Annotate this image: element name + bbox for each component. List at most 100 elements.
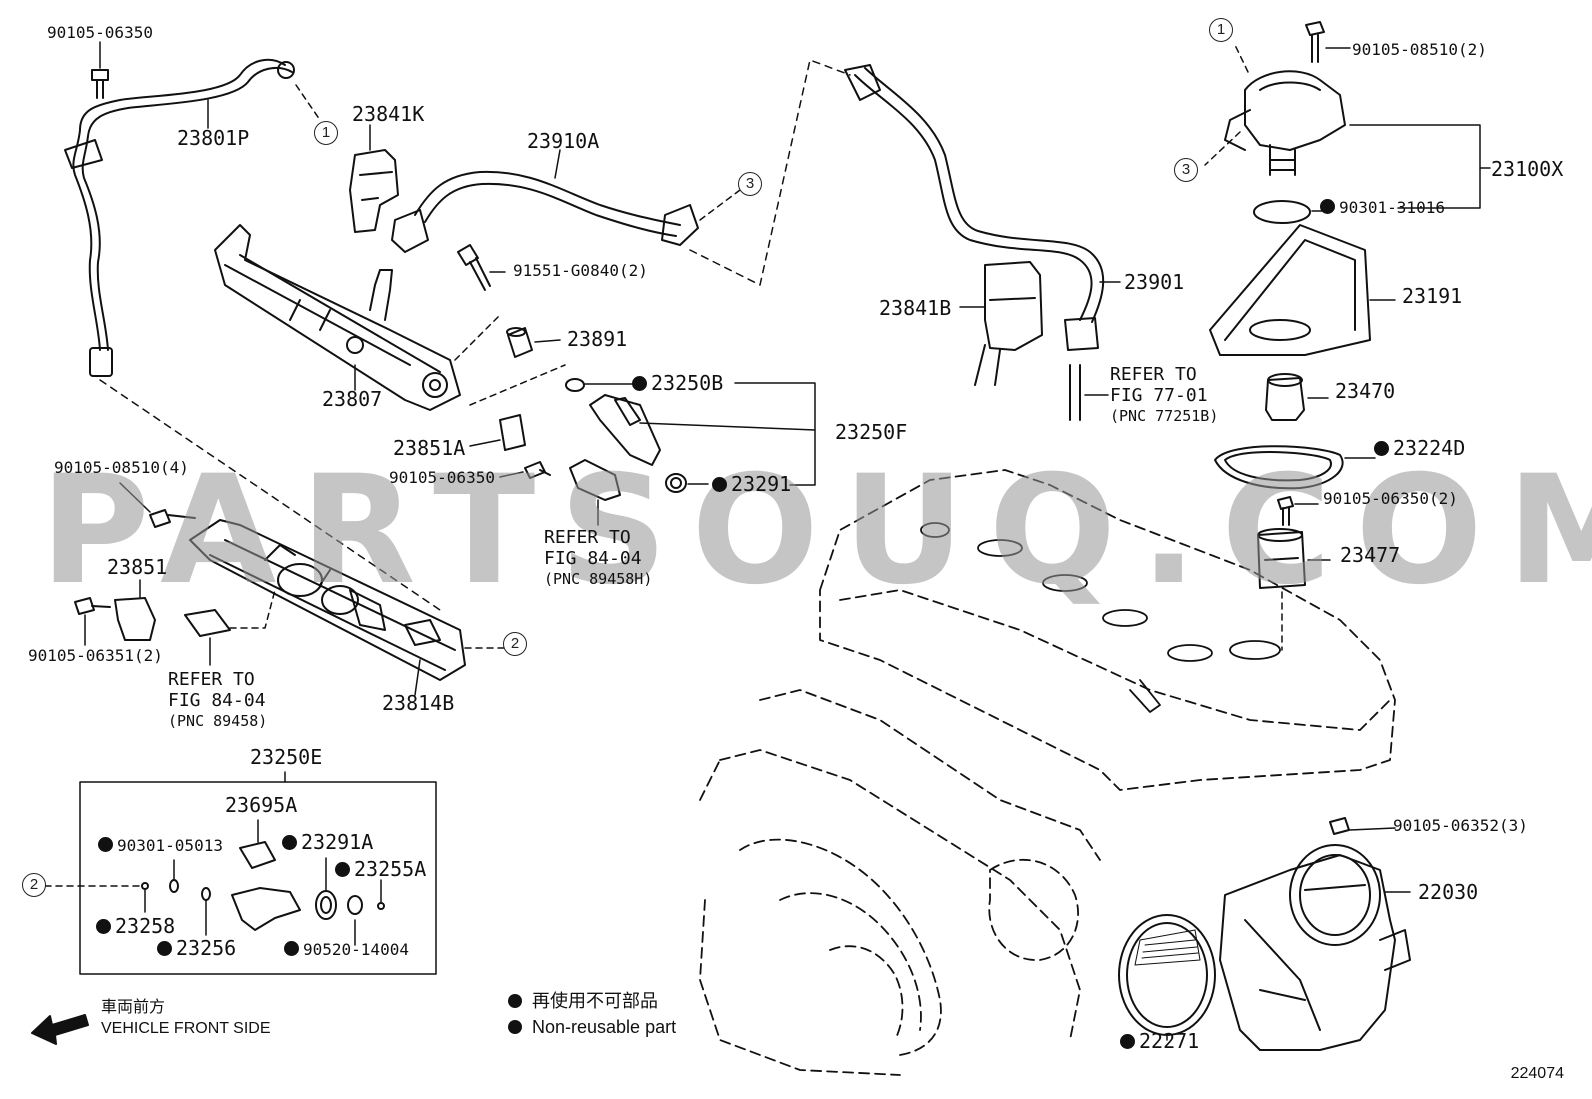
part-label-23801P[interactable]: 23801P [177,126,250,150]
reference-line: FIG 84-04 [168,690,266,711]
part-label-23100X[interactable]: 23100X [1491,157,1564,181]
vsv-23841k-drawing [349,124,399,233]
reference-line: FIG 84-04 [544,548,642,569]
part-number: 22271 [1139,1029,1200,1053]
injector-23250f-drawing [589,382,816,486]
non-reusable-dot [335,862,350,877]
part-label-90105-06352[interactable]: 90105-06352(3) [1393,816,1528,835]
reference-fig-84-04-a[interactable]: REFER TO FIG 84-04 (PNC 89458H) [544,527,652,590]
part-label-23807[interactable]: 23807 [322,387,383,411]
fuel-hose-23801p-drawing [64,58,295,377]
callout-3-hose: 3 [738,172,762,196]
vehicle-front-en: VEHICLE FRONT SIDE [101,1020,271,1037]
legend-jp: 再使用不可部品 [508,988,676,1014]
legend: 再使用不可部品 Non-reusable part [508,988,676,1040]
part-label-23255A[interactable]: 23255A [335,858,426,880]
pump-23100x-drawing [1204,44,1491,209]
reference-pnc: (PNC 89458H) [544,570,653,588]
gasket-22271-drawing [1118,914,1216,1041]
callout-2-kit: 2 [22,873,46,897]
part-label-90105-08510-4[interactable]: 90105-08510(4) [54,458,189,477]
figure-id: 224074 [1510,1065,1564,1082]
bolt-drawing [91,69,109,99]
reference-line: REFER TO [168,669,255,690]
part-label-23477[interactable]: 23477 [1340,543,1401,567]
reference-line: REFER TO [544,527,631,548]
part-label-90520-14004[interactable]: 90520-14004 [284,941,409,959]
engine-head-drawing [699,469,1396,1076]
reference-fig-84-04-b[interactable]: REFER TO FIG 84-04 (PNC 89458) [168,669,267,732]
hose-23910a-drawing [391,149,699,253]
non-reusable-dot [1320,199,1335,214]
part-number: 23291 [731,472,792,496]
non-reusable-dot [632,376,647,391]
reference-line: FIG 77-01 [1110,385,1208,406]
bolt-91551-drawing [457,244,506,291]
part-label-23910A[interactable]: 23910A [527,129,600,153]
part-number: 90520-14004 [303,940,409,959]
non-reusable-dot [1374,441,1389,456]
non-reusable-dot [96,919,111,934]
part-number: 23258 [115,914,176,938]
part-label-90105-06351[interactable]: 90105-06351(2) [28,646,163,665]
reference-pnc: (PNC 89458) [168,712,268,730]
part-label-90105-06350-2[interactable]: 90105-06350(2) [1323,489,1458,508]
reference-line: REFER TO [1110,364,1197,385]
reference-pnc: (PNC 77251B) [1110,407,1219,425]
part-label-90105-06350-top[interactable]: 90105-06350 [47,23,153,42]
part-label-23191[interactable]: 23191 [1402,284,1463,308]
part-label-23291A[interactable]: 23291A [282,831,373,853]
part-label-23250E[interactable]: 23250E [250,745,323,769]
non-reusable-dot [284,941,299,956]
part-label-23258[interactable]: 23258 [96,915,175,937]
part-number: 23250B [651,371,724,395]
part-label-90301-05013[interactable]: 90301-05013 [98,837,223,855]
non-reusable-dot [508,994,522,1008]
vehicle-front-label: 車両前方 VEHICLE FRONT SIDE [101,997,271,1039]
part-label-23470[interactable]: 23470 [1335,379,1396,403]
part-number: 90301-05013 [117,836,223,855]
part-label-90301-31016[interactable]: 90301-31016 [1320,199,1445,217]
part-label-23891[interactable]: 23891 [567,327,628,351]
legend-en: Non-reusable part [508,1014,676,1040]
part-number: 23291A [301,830,374,854]
non-reusable-dot [157,941,172,956]
part-label-23695A[interactable]: 23695A [225,793,298,817]
part-label-22271[interactable]: 22271 [1120,1030,1199,1052]
reference-fig-77-01[interactable]: REFER TO FIG 77-01 (PNC 77251B) [1110,364,1218,427]
legend-text: Non-reusable part [532,1017,677,1037]
part-label-23250F[interactable]: 23250F [835,420,908,444]
fuel-rail-23814b-drawing [189,519,466,696]
throttle-body-22030-drawing [1219,817,1411,1051]
part-label-23256[interactable]: 23256 [157,937,236,959]
sensor-drawing [569,459,621,526]
part-label-90105-06350-mid[interactable]: 90105-06350 [389,468,495,487]
non-reusable-dot [1120,1034,1135,1049]
part-number: 23256 [176,936,237,960]
part-label-23224D[interactable]: 23224D [1374,437,1465,459]
callout-3-pump: 3 [1174,158,1198,182]
delivery-pipe-23807-drawing [214,224,461,411]
part-label-23851[interactable]: 23851 [107,555,168,579]
non-reusable-dot [98,837,113,852]
part-label-23901[interactable]: 23901 [1124,270,1185,294]
collar-23891-drawing [506,327,561,358]
part-label-23291[interactable]: 23291 [712,473,791,495]
part-label-22030[interactable]: 22030 [1418,880,1479,904]
non-reusable-dot [282,835,297,850]
part-number: 23255A [354,857,427,881]
front-arrow [31,1014,89,1045]
non-reusable-dot [712,477,727,492]
callout-1-hose: 1 [314,121,338,145]
part-number: 23224D [1393,436,1466,460]
part-label-23851A[interactable]: 23851A [393,436,466,460]
part-number: 90301-31016 [1339,198,1445,217]
vsv-23841b-drawing [959,261,1043,386]
part-label-23814B[interactable]: 23814B [382,691,455,715]
part-label-23841K[interactable]: 23841K [352,102,425,126]
part-label-23250B[interactable]: 23250B [632,372,723,394]
part-label-91551-G0840[interactable]: 91551-G0840(2) [513,261,648,280]
part-label-23841B[interactable]: 23841B [879,296,952,320]
part-label-90105-08510-2[interactable]: 90105-08510(2) [1352,40,1487,59]
